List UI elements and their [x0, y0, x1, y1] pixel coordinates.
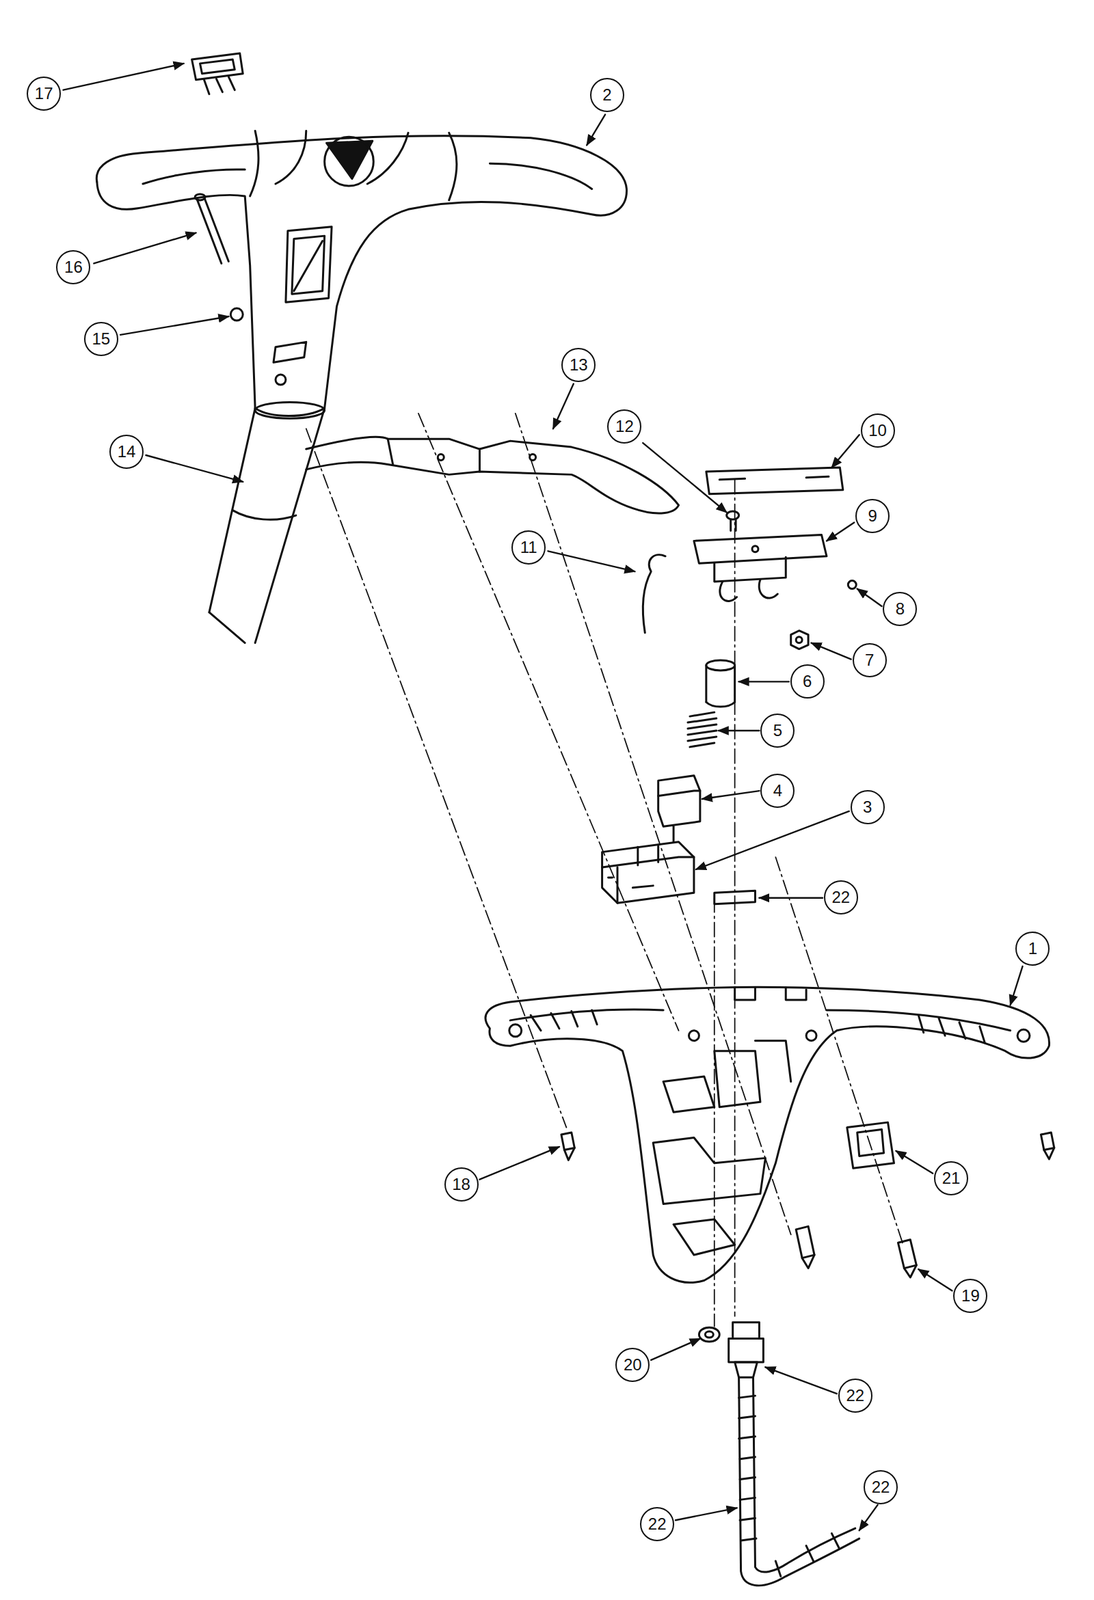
callout-number: 11 — [520, 539, 538, 556]
callout-number: 21 — [942, 1170, 961, 1187]
callout-circle: 5 — [760, 713, 795, 749]
callout-circle: 22 — [823, 880, 859, 915]
callout-circle: 22 — [639, 1507, 675, 1542]
callout-circle: 2 — [590, 77, 625, 113]
callout-circle: 18 — [444, 1167, 479, 1203]
callout-number: 4 — [773, 782, 783, 800]
callout-number: 12 — [615, 418, 634, 435]
callout-number: 3 — [862, 799, 872, 816]
callout-number: 22 — [845, 1388, 865, 1405]
callout-number: 7 — [864, 652, 874, 669]
callout-number: 22 — [871, 1479, 891, 1497]
callout-circle: 11 — [511, 530, 546, 565]
callout-circle: 6 — [790, 664, 825, 699]
callout-circle: 14 — [109, 434, 144, 470]
callout-number: 17 — [34, 85, 54, 102]
callout-circle: 3 — [850, 790, 885, 825]
callout-circle: 1 — [1015, 931, 1050, 967]
callout-number: 15 — [91, 330, 111, 348]
callout-number: 8 — [895, 601, 905, 618]
callout-number: 5 — [773, 722, 783, 740]
callout-circle: 20 — [615, 1348, 650, 1383]
callout-circle: 15 — [84, 322, 119, 357]
callout-circle: 21 — [934, 1161, 969, 1196]
callout-number: 20 — [623, 1357, 643, 1374]
callout-circle: 22 — [838, 1379, 873, 1414]
callout-circle: 8 — [882, 592, 917, 627]
callout-circle: 7 — [852, 643, 887, 678]
callout-number: 9 — [867, 508, 877, 525]
callout-number: 16 — [64, 259, 83, 276]
callout-circle: 22 — [863, 1470, 898, 1505]
callout-circle: 10 — [860, 413, 896, 448]
callout-circle: 17 — [26, 76, 61, 111]
callout-circle: 9 — [855, 499, 890, 534]
callout-number: 14 — [117, 443, 137, 461]
callout-circle: 13 — [561, 348, 596, 383]
callout-number: 22 — [831, 889, 850, 906]
callout-circle: 12 — [607, 409, 642, 444]
callout-number: 6 — [802, 673, 812, 690]
callout-number: 18 — [451, 1176, 471, 1194]
callout-number: 19 — [961, 1288, 980, 1305]
callout-number: 13 — [569, 356, 589, 374]
callout-circle: 19 — [953, 1279, 988, 1314]
callout-circle: 16 — [56, 250, 91, 285]
callout-circle: 4 — [760, 774, 795, 809]
callout-number: 1 — [1028, 940, 1038, 958]
callout-number: 10 — [868, 422, 887, 439]
callout-number: 2 — [602, 86, 612, 104]
callout-number: 22 — [648, 1516, 667, 1533]
